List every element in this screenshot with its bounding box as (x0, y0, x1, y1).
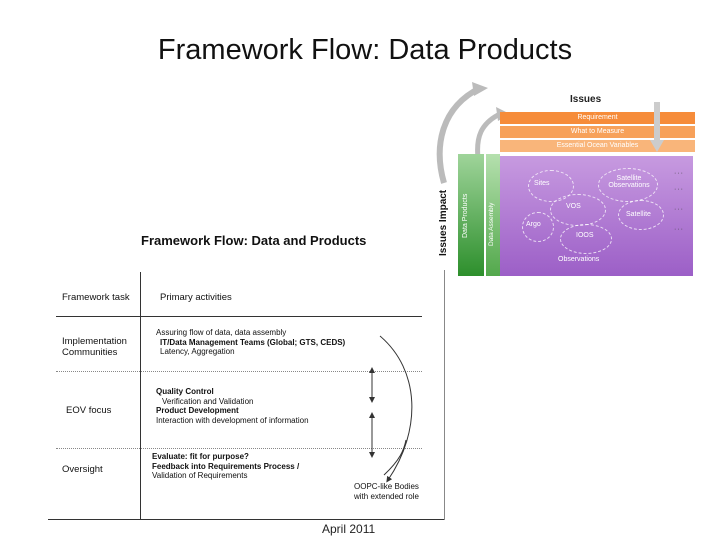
task-implementation: Implementation Communities (62, 336, 127, 358)
framework-title: Framework Flow: Data and Products (141, 233, 367, 248)
note-oopc-bodies: OOPC-like Bodies with extended role (354, 482, 419, 501)
task-oversight: Oversight (62, 464, 103, 475)
row-separator (56, 371, 422, 372)
label-data-assembly: Data Assembly (488, 202, 495, 246)
dotted-separator: ··· (674, 186, 684, 193)
bubble-label-vos: VOS (566, 203, 581, 210)
bubble-shape (528, 170, 574, 202)
slide-title: Framework Flow: Data Products (157, 34, 573, 66)
green-bar (458, 154, 484, 276)
down-arrow-icon (650, 102, 664, 152)
task-eov-focus: EOV focus (66, 405, 112, 416)
bubble-shape (522, 212, 554, 242)
header-primary-activities: Primary activities (160, 292, 232, 303)
table-vertical-rule (140, 272, 141, 520)
bubble-shape (560, 224, 612, 254)
dotted-separator: ··· (674, 170, 684, 177)
green-bar-inner (486, 154, 500, 276)
band-essential-variables: Essential Ocean Variables (500, 140, 695, 152)
issues-overview-diagram: Issues Requirement What to Measure Essen… (430, 78, 700, 278)
dotted-separator: ··· (674, 206, 684, 213)
flow-arrows (369, 335, 413, 483)
issues-impact-label: Issues Impact (438, 189, 449, 256)
band-what-to-measure: What to Measure (500, 126, 695, 138)
bubble-label-ioos: IOOS (576, 232, 594, 239)
bottom-rule (48, 519, 444, 520)
header-framework-task: Framework task (62, 292, 130, 303)
table-right-rule (444, 270, 445, 520)
activities-row-3: Evaluate: fit for purpose? Feedback into… (152, 452, 300, 481)
band-requirement: Requirement (500, 112, 695, 124)
bubble-label-argo: Argo (526, 221, 541, 228)
bubble-label-observations: Observations (558, 256, 600, 263)
activities-row-1: Assuring flow of data, data assembly IT/… (156, 328, 346, 357)
activities-row-2: Quality Control Verification and Validat… (156, 387, 309, 425)
bubble-shape (618, 200, 664, 230)
bubble-label-satellite-obs: Satellite Observations (608, 175, 650, 189)
label-data-products: Data Products (462, 193, 469, 238)
row-separator (56, 448, 422, 449)
bubble-shape (550, 194, 606, 226)
footer-date: April 2011 (322, 522, 376, 536)
issues-header: Issues (570, 94, 602, 105)
bubble-label-sites: Sites (534, 180, 550, 187)
dotted-separator: ··· (674, 226, 684, 233)
bubble-label-satellite: Satellite (626, 211, 651, 218)
header-rule (56, 316, 422, 317)
